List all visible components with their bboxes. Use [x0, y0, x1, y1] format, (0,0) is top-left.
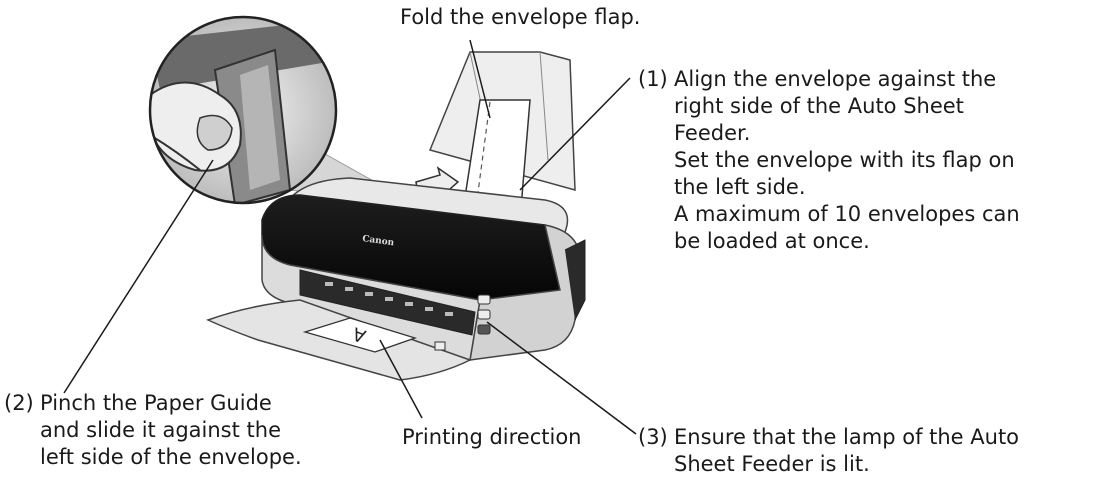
step3-number: (3): [638, 425, 668, 449]
leader-direction: [379, 339, 423, 419]
step1-line-6: A maximum of 10 envelopes can: [674, 202, 1020, 226]
fold-flap-label: Fold the envelope flap.: [400, 5, 641, 29]
step1-number: (1): [638, 67, 668, 91]
power-button: [477, 294, 491, 305]
step1-line-3: Feeder.: [674, 121, 751, 145]
step1-line-1: (1)Align the envelope against the: [638, 67, 997, 91]
step2-number: (2): [4, 391, 34, 415]
step1-line-5: the left side.: [674, 175, 806, 199]
printer-side: [469, 224, 581, 361]
step1-line-2: right side of the Auto Sheet: [674, 94, 964, 118]
step1-line-4: Set the envelope with its flap on: [674, 148, 1015, 172]
step1-label: (1)Align the envelope against the right …: [638, 66, 1020, 255]
leader-step1: [519, 77, 631, 191]
step3-label: (3)Ensure that the lamp of the Auto Shee…: [638, 424, 1019, 478]
leader-fold: [469, 39, 491, 119]
printed-paper: [302, 317, 418, 353]
step3-line-2: Sheet Feeder is lit.: [674, 452, 870, 476]
step1-line-7: be loaded at once.: [674, 229, 870, 253]
step2-line-2: and slide it against the: [40, 418, 281, 442]
step3-line-1: (3)Ensure that the lamp of the Auto: [638, 425, 1020, 449]
step2-label: (2)Pinch the Paper Guide and slide it ag…: [4, 390, 302, 471]
leader-step2: [63, 159, 214, 394]
front-slot-marks: [325, 282, 453, 316]
magnified-paper-guide: [150, 17, 336, 203]
step2-line-1: (2)Pinch the Paper Guide: [4, 391, 272, 415]
leader-step3: [486, 321, 637, 435]
printing-direction-label: Printing direction: [402, 425, 582, 449]
feeder-lamp: [477, 324, 491, 335]
step2-line-3: left side of the envelope.: [40, 445, 302, 469]
printer-brand-logo: Canon: [362, 234, 396, 248]
resume-button: [477, 309, 491, 320]
